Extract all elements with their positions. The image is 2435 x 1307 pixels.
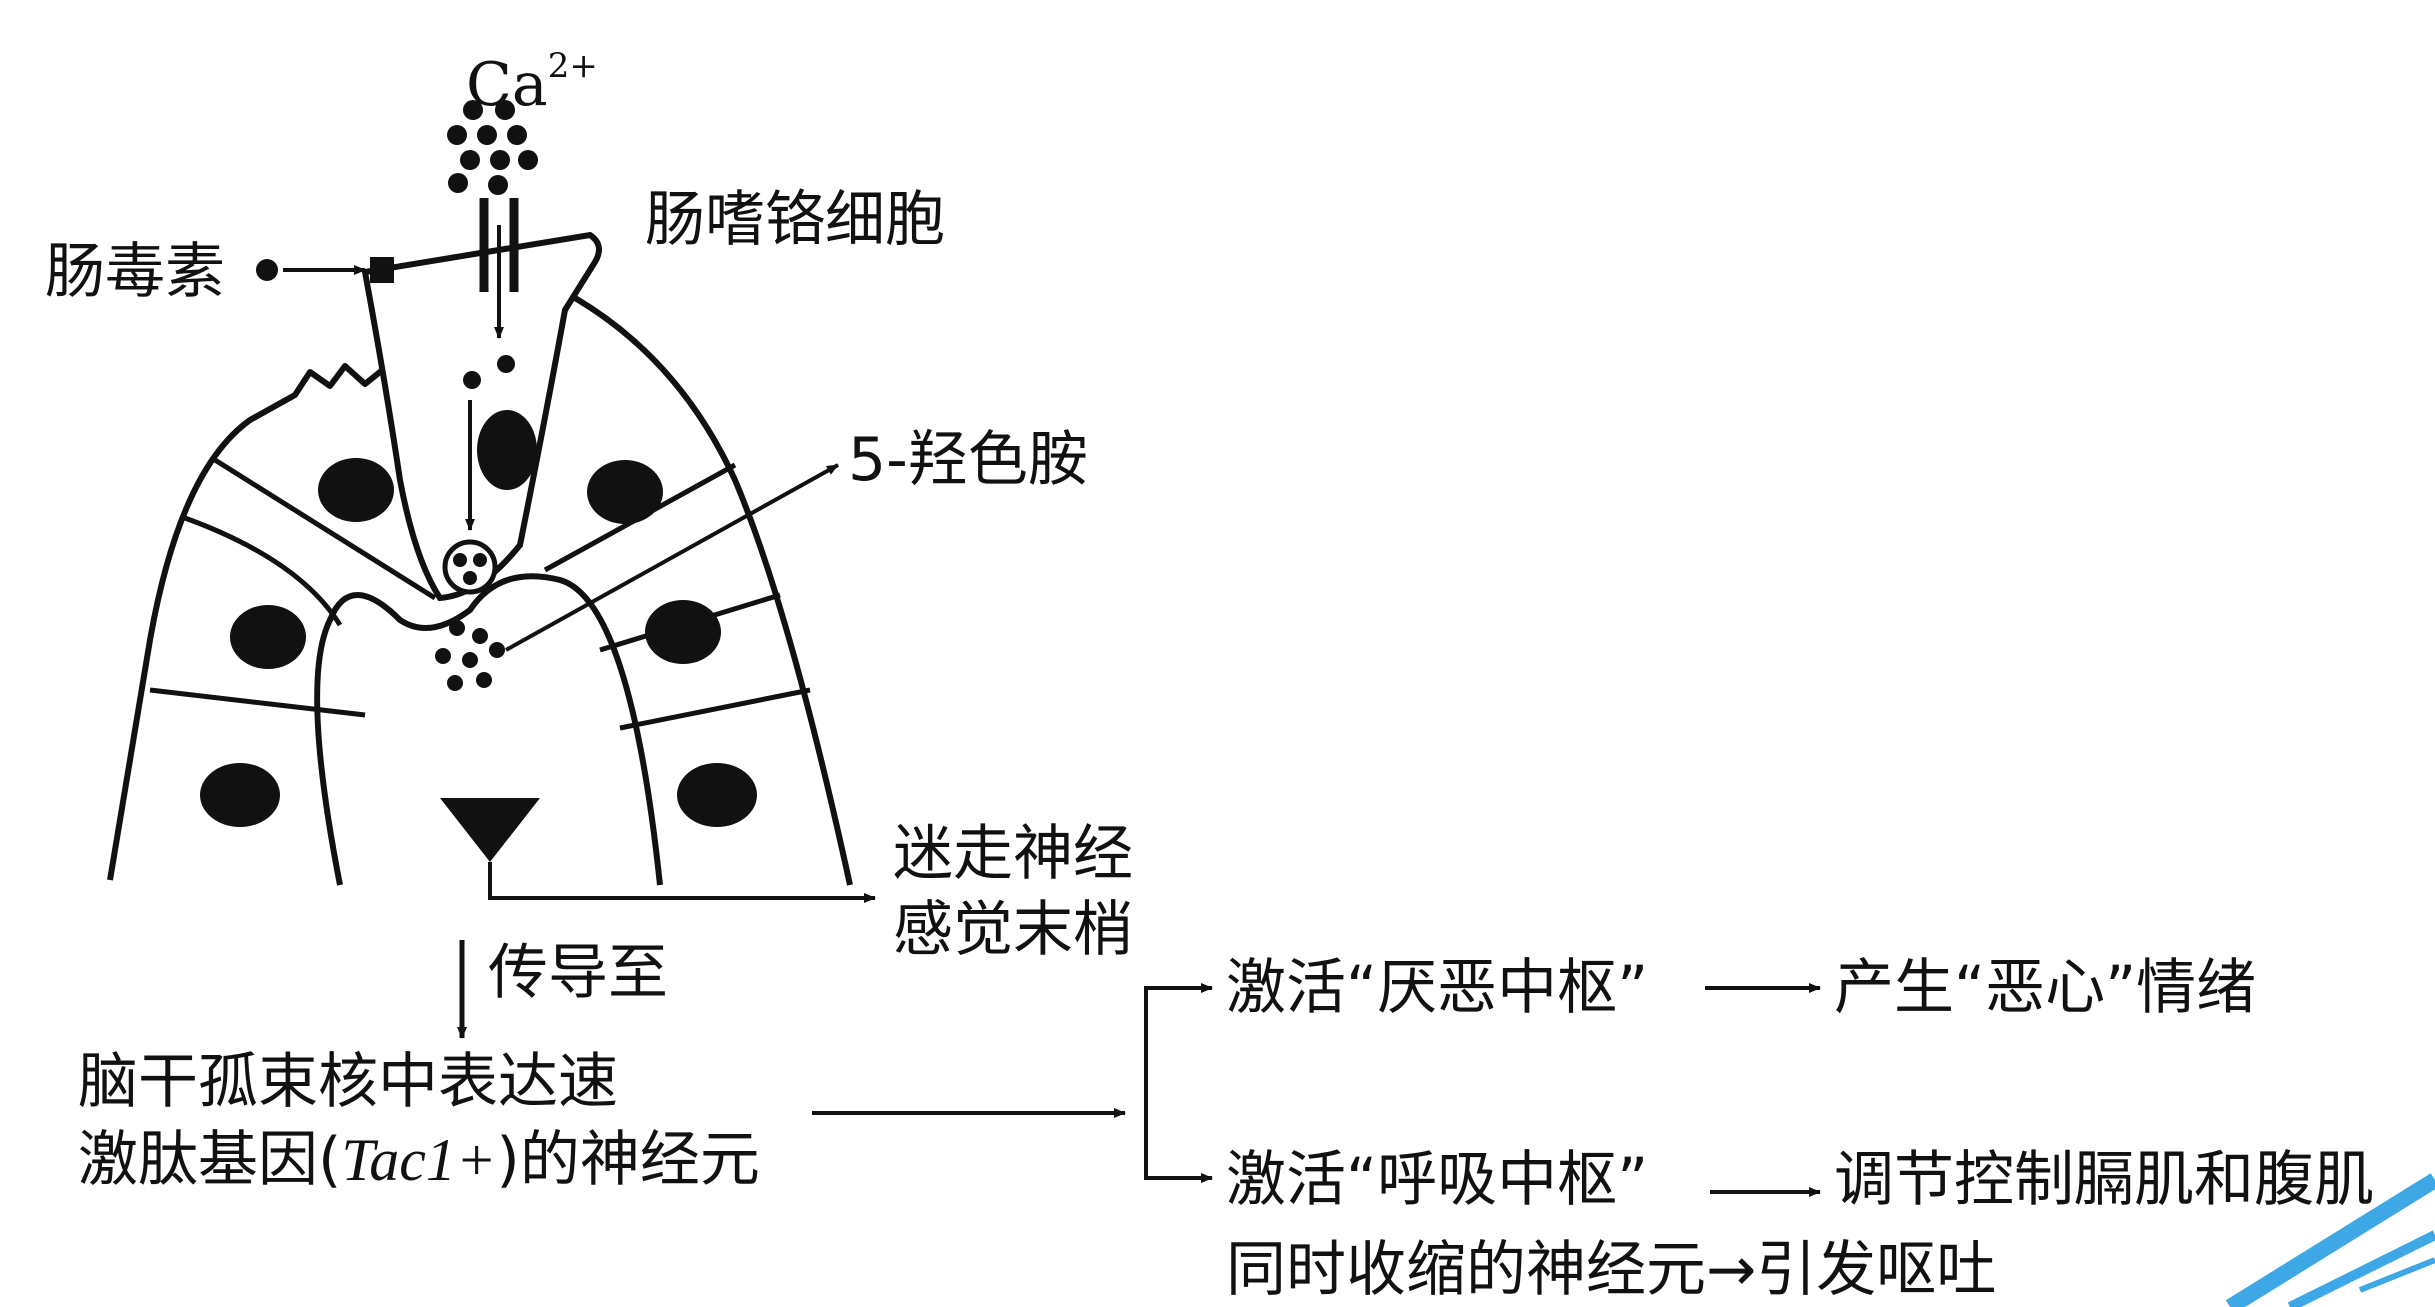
released-serotonin bbox=[435, 620, 505, 691]
nucleus bbox=[230, 605, 306, 669]
intracellular-ions bbox=[463, 355, 515, 389]
calcium-ions bbox=[447, 100, 538, 195]
serotonin-pointer-arrow bbox=[505, 463, 839, 652]
serotonin-label: 5-羟色胺 bbox=[848, 425, 1088, 495]
nucleus bbox=[587, 460, 663, 524]
nausea-result-label: 产生“恶心”情绪 bbox=[1834, 953, 2257, 1023]
calcium-channel bbox=[479, 198, 519, 292]
nucleus bbox=[477, 410, 537, 490]
calcium-label: Ca2+ bbox=[466, 30, 598, 121]
nucleus bbox=[645, 600, 721, 664]
serotonin-vesicle bbox=[442, 539, 498, 595]
muscle-control-label: 调节控制膈肌和腹肌 bbox=[1834, 1145, 2374, 1215]
epithelium-outline bbox=[107, 295, 853, 886]
gene-name: Tac1+ bbox=[341, 1127, 497, 1193]
vagus-label-line2: 感觉末梢 bbox=[893, 895, 1133, 965]
brainstem-label-line2-post: )的神经元 bbox=[496, 1125, 760, 1195]
brainstem-label-line1: 脑干孤束核中表达速 bbox=[78, 1047, 618, 1117]
respiratory-center-label: 激活“呼吸中枢” bbox=[1226, 1145, 1649, 1215]
vagus-nerve-ending bbox=[440, 798, 540, 862]
aversion-center-label: 激活“厌恶中枢” bbox=[1226, 953, 1649, 1023]
nuclei bbox=[200, 410, 757, 827]
branch-bracket bbox=[1144, 986, 1208, 1180]
brainstem-label-line2: 激肽基因(Tac1+)的神经元 bbox=[78, 1124, 760, 1196]
nucleus bbox=[318, 458, 394, 522]
nucleus bbox=[677, 763, 757, 827]
enterotoxin-label: 肠毒素 bbox=[45, 237, 225, 307]
enterotoxin-molecule bbox=[256, 259, 278, 281]
enterochromaffin-cell-label: 肠嗜铬细胞 bbox=[645, 185, 945, 255]
vomit-result-label: 同时收缩的神经元→引发呕吐 bbox=[1226, 1235, 1997, 1305]
calcium-label-base: Ca bbox=[466, 50, 548, 120]
calcium-label-charge: 2+ bbox=[547, 46, 598, 86]
nucleus bbox=[200, 763, 280, 827]
conduct-label: 传导至 bbox=[488, 938, 668, 1008]
receptor bbox=[370, 257, 394, 283]
vagus-label-line1: 迷走神经 bbox=[893, 819, 1133, 889]
brainstem-label-line2-pre: 激肽基因( bbox=[78, 1125, 342, 1195]
corner-decoration bbox=[2225, 1173, 2435, 1307]
